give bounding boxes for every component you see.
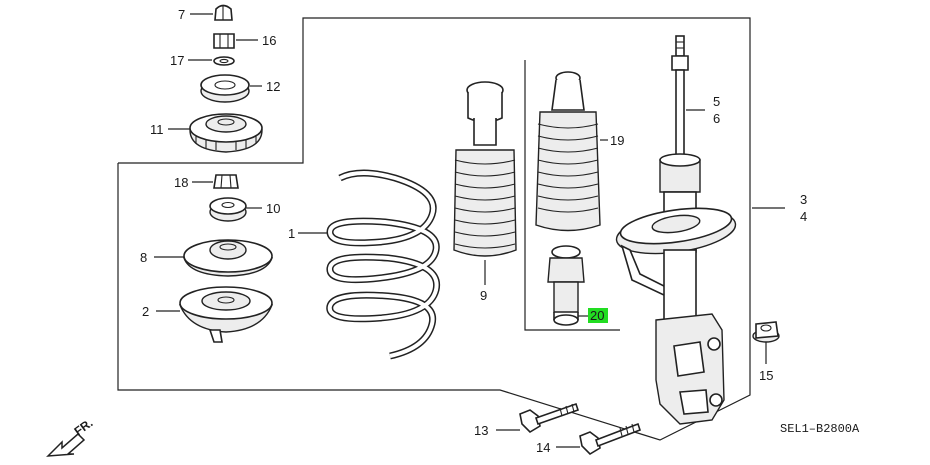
part-3-4-strut-assembly (615, 35, 785, 425)
part-13-bolt (496, 402, 580, 434)
part-2-insulator (156, 286, 274, 343)
label-8: 8 (140, 250, 147, 265)
label-19: 19 (610, 133, 624, 148)
part-14-bolt (556, 422, 642, 456)
label-13: 13 (474, 423, 488, 438)
label-12: 12 (266, 79, 280, 94)
label-7: 7 (178, 7, 185, 22)
part-18-nut (192, 174, 239, 189)
label-2: 2 (142, 304, 149, 319)
label-11: 11 (150, 122, 164, 137)
label-1: 1 (288, 226, 295, 241)
label-9: 9 (480, 288, 487, 303)
label-20: 20 (590, 308, 604, 323)
label-16: 16 (262, 33, 276, 48)
part-10-bushing (209, 197, 262, 222)
part-17-washer (188, 56, 235, 66)
part-1-coil-spring (298, 169, 441, 360)
label-14: 14 (536, 440, 550, 455)
part-20-bump-stop (547, 245, 588, 326)
part-19-bellows (535, 71, 608, 232)
label-10: 10 (266, 201, 280, 216)
part-7-cap (190, 4, 233, 21)
diagram-code: SEL1–B2800A (780, 422, 860, 436)
part-16-nut (213, 33, 258, 49)
assembly-outline (118, 17, 751, 208)
label-17: 17 (170, 53, 184, 68)
boot-group-outline (524, 60, 620, 331)
label-4: 4 (800, 209, 807, 224)
part-11-upper-mount (168, 113, 263, 153)
label-15: 15 (759, 368, 773, 383)
part-9-dust-boot (453, 81, 517, 285)
label-3: 3 (800, 192, 807, 207)
front-direction-label: FR. (72, 416, 96, 439)
label-20-highlight (588, 308, 608, 323)
part-15-flange-nut (752, 321, 780, 364)
label-6: 6 (713, 111, 720, 126)
front-direction-arrow: FR. (46, 416, 96, 457)
part-12-bearing (200, 74, 262, 103)
part-8-spring-seat (154, 239, 273, 277)
label-18: 18 (174, 175, 188, 190)
label-5: 5 (713, 94, 720, 109)
